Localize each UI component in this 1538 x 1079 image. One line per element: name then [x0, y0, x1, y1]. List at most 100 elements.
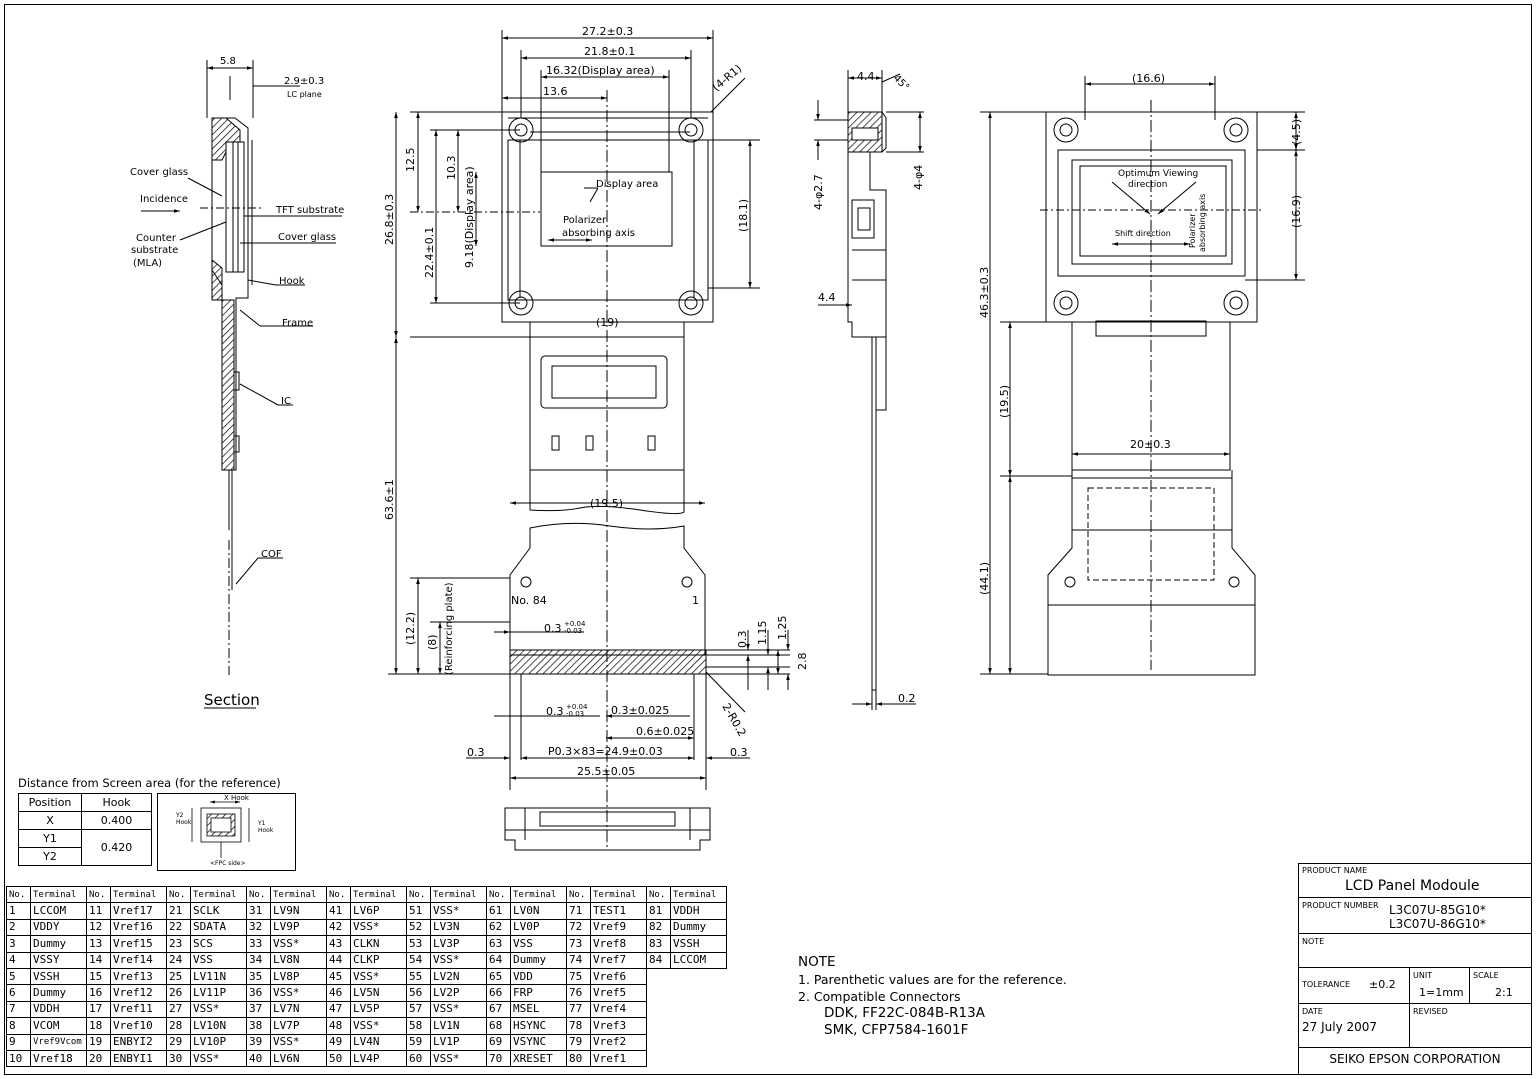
tb-note-caption: NOTE [1302, 937, 1325, 946]
pin-number: 46 [326, 984, 351, 1002]
pin-number: 82 [646, 918, 671, 937]
rear-polarizer-label: Polarizerabsorbing axis [1188, 194, 1207, 252]
pin-terminal: SCLK [190, 902, 247, 920]
pin-header-no: No. [86, 885, 111, 904]
pin-number: 67 [486, 1000, 511, 1019]
pin-terminal: Vref5 [590, 984, 647, 1002]
dim-h-10-3: 10.3 [445, 156, 458, 181]
pin-terminal: LV0N [510, 902, 567, 920]
dim-rear-h-4-5: (4.5) [1290, 119, 1303, 145]
pin-terminal: VSS* [190, 1049, 247, 1068]
display-area-label: Display area [596, 179, 658, 190]
pin-number: 15 [86, 967, 111, 986]
pin-number: 59 [406, 1033, 431, 1051]
pin-header-terminal: Terminal [670, 885, 727, 904]
pin-number: 28 [166, 1017, 191, 1035]
dim-pin-h-2-8: 2.8 [796, 653, 809, 671]
pin-terminal: VSSY [30, 951, 87, 969]
dim-rear-h-19-5: (19.5) [998, 385, 1011, 418]
dim-pin-tol-top-sup: +0.04 [564, 620, 586, 628]
pin-terminal: Vref16 [110, 918, 167, 937]
date-value: 27 July 2007 [1302, 1020, 1378, 1034]
pin-terminal: LV11N [190, 967, 247, 986]
dim-rear-width: (16.6) [1132, 72, 1165, 85]
pin-terminal: Vref4 [590, 1000, 647, 1019]
pin-terminal: Vref10 [110, 1017, 167, 1035]
pin-number: 33 [246, 935, 271, 953]
pin-terminal: Vref18 [30, 1049, 87, 1068]
pin-number: 29 [166, 1033, 191, 1051]
pin-terminal: Vref9Vcom [30, 1033, 87, 1051]
pin-number: 32 [246, 918, 271, 937]
pin-terminal: VSS* [350, 967, 407, 986]
pin-number: 64 [486, 951, 511, 969]
pin-terminal: VSS* [430, 951, 487, 969]
pin-number: 49 [326, 1033, 351, 1051]
pin-number: 1 [6, 902, 31, 920]
pin-terminal: XRESET [510, 1049, 567, 1068]
pin-terminal [671, 968, 727, 984]
pin-terminal: LV8N [270, 951, 327, 969]
pin-number: 34 [246, 951, 271, 969]
reference-value: 0.400 [81, 811, 152, 830]
pin-terminal: VSS* [270, 984, 327, 1002]
pin-terminal: LV4N [350, 1033, 407, 1051]
dim-rear-w-20: 20±0.3 [1130, 438, 1171, 451]
pin-number: 57 [406, 1000, 431, 1019]
pin-terminal: VDDH [670, 902, 727, 920]
pin-terminal: Vref12 [110, 984, 167, 1002]
dim-corner-radius: (4-R1) [710, 62, 745, 94]
pin-terminal [671, 1001, 727, 1017]
pin-number: 5 [6, 967, 31, 986]
dim-display-width: 16.32(Display area) [546, 64, 655, 77]
ref-fig-x-hook: X Hook [224, 794, 249, 802]
pin-terminal: Vref7 [590, 951, 647, 969]
note-block: NOTE 1. Parenthetic values are for the r… [798, 954, 1067, 1039]
dim-side-mid: 4.4 [818, 291, 836, 304]
pin-terminal: LV1N [430, 1017, 487, 1035]
pin-number: 74 [566, 951, 591, 969]
pin-number: 84 [646, 951, 671, 969]
pin-terminal: VDDH [30, 1000, 87, 1019]
pin-number: 12 [86, 918, 111, 937]
pin-terminal: LV9N [270, 902, 327, 920]
note-line-1: 1. Parenthetic values are for the refere… [798, 972, 1067, 987]
pin-terminal: Vref9 [590, 918, 647, 937]
drawing-frame [4, 4, 1532, 1075]
divider [1409, 1004, 1410, 1048]
frame-label: Frame [282, 318, 313, 329]
note-line-4: SMK, CFP7584-1601F [824, 1022, 969, 1038]
pin-terminal: SCS [190, 935, 247, 953]
dim-h-18-1: (18.1) [737, 199, 750, 232]
unit-caption: UNIT [1413, 971, 1433, 980]
rear-texts: (16.6) (4.5) (16.9) 46.3±0.3 (19.5) 20±0… [978, 72, 1303, 595]
pin-terminal: VSYNC [510, 1033, 567, 1051]
dim-lc-plane: 2.9±0.3 [284, 76, 324, 87]
pin-number: 19 [86, 1033, 111, 1051]
dim-pin-width: 0.3±0.025 [611, 704, 669, 717]
pin-header-no: No. [646, 885, 671, 904]
pin-number: 80 [566, 1049, 591, 1068]
pin-table-header: No.Terminal No.Terminal No.Terminal No.T… [6, 885, 727, 904]
pin-terminal: MSEL [510, 1000, 567, 1019]
pin-number: 11 [86, 902, 111, 920]
pin-number: 54 [406, 951, 431, 969]
dim-h-22-4: 22.4±0.1 [423, 227, 436, 278]
ref-fig-fpc: <FPC side> [210, 860, 246, 867]
dim-rear-h-44-1: (44.1) [978, 562, 991, 595]
hook-label: Hook [279, 276, 305, 287]
dim-side-hole-left: 4-φ2.7 [812, 174, 825, 210]
pin-terminal: VSS* [270, 1033, 327, 1051]
dim-fpc-length: 63.6±1 [383, 479, 396, 520]
pin-terminal: Dummy [30, 935, 87, 953]
pin-terminal: FRP [510, 984, 567, 1002]
pin-number: 42 [326, 918, 351, 937]
tolerance-value: ±0.2 [1369, 978, 1396, 991]
dim-edge-left: 0.3 [467, 746, 485, 759]
pin-number: 68 [486, 1017, 511, 1035]
pin-number: 2 [6, 918, 31, 937]
pin-number: 25 [166, 967, 191, 986]
pin-terminal: LV1P [430, 1033, 487, 1051]
